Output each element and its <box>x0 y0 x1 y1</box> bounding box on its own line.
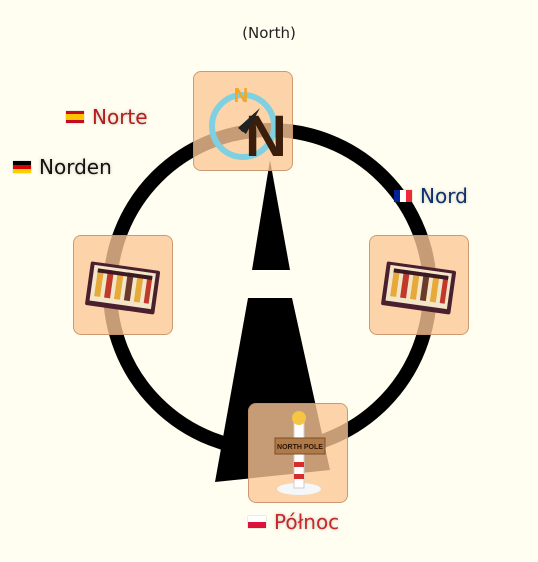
label-german: Norden <box>13 155 112 179</box>
card-board-game-right[interactable] <box>369 235 469 335</box>
label-german-text: Norden <box>39 155 112 179</box>
label-french: Nord <box>394 184 468 208</box>
board-game-icon <box>85 261 161 315</box>
poland-flag-icon <box>248 515 266 528</box>
label-polish: Północ <box>248 510 339 534</box>
card-board-game-left[interactable] <box>73 235 173 335</box>
label-spanish: Norte <box>66 105 148 129</box>
card-compass[interactable]: N N <box>193 71 293 171</box>
svg-text:N: N <box>245 104 287 169</box>
svg-text:NORTH POLE: NORTH POLE <box>277 444 323 451</box>
card-north-pole[interactable]: NORTH POLE <box>248 403 348 503</box>
label-polish-text: Północ <box>274 510 340 534</box>
page-title: (North) <box>242 24 296 42</box>
north-compass-icon: N N <box>209 85 287 169</box>
france-flag-icon <box>394 189 412 202</box>
board-game-icon <box>381 261 457 315</box>
svg-text:N: N <box>234 85 248 107</box>
needle-upper <box>252 160 290 270</box>
label-french-text: Nord <box>420 184 468 208</box>
north-pole-sign-icon: NORTH POLE <box>274 411 326 495</box>
label-spanish-text: Norte <box>92 105 148 129</box>
germany-flag-icon <box>13 160 31 173</box>
spain-flag-icon <box>66 110 84 123</box>
